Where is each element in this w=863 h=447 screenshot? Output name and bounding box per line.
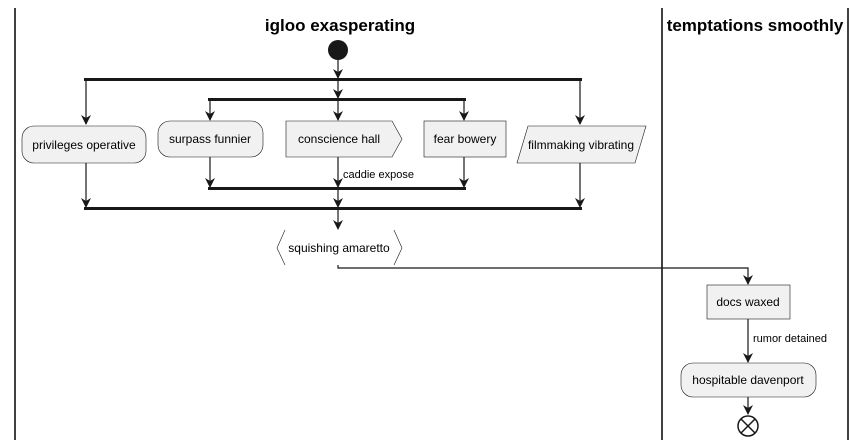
start-node bbox=[328, 40, 348, 60]
node-privileges-operative: privileges operative bbox=[21, 125, 147, 164]
edge-label-caddie-expose: caddie expose bbox=[343, 169, 414, 181]
edge-label-rumor-detained: rumor detained bbox=[753, 333, 827, 345]
node-docs-waxed: docs waxed bbox=[706, 284, 791, 320]
node-hospitable-davenport: hospitable davenport bbox=[680, 362, 817, 398]
edge-squishing-to-docs bbox=[337, 265, 753, 285]
node-conscience-hall: conscience hall bbox=[285, 120, 403, 158]
node-surpass-funnier: surpass funnier bbox=[157, 120, 264, 158]
svg-text:filmmaking vibrating: filmmaking vibrating bbox=[528, 138, 634, 152]
lane-title-left: igloo exasperating bbox=[265, 16, 415, 35]
inner-join-bar bbox=[208, 187, 466, 190]
node-squishing-amaretto: squishing amaretto bbox=[276, 229, 403, 266]
svg-text:docs waxed: docs waxed bbox=[716, 295, 779, 309]
svg-text:privileges operative: privileges operative bbox=[32, 138, 136, 152]
svg-text:surpass funnier: surpass funnier bbox=[169, 132, 251, 146]
outer-fork-bar bbox=[84, 78, 582, 81]
svg-text:fear bowery: fear bowery bbox=[434, 132, 497, 146]
outer-join-bar bbox=[84, 207, 582, 210]
inner-fork-bar bbox=[208, 98, 466, 101]
end-node bbox=[737, 415, 759, 437]
svg-text:squishing amaretto: squishing amaretto bbox=[288, 241, 390, 255]
svg-text:conscience hall: conscience hall bbox=[298, 132, 380, 146]
svg-text:hospitable davenport: hospitable davenport bbox=[692, 373, 804, 387]
node-filmmaking-vibrating: filmmaking vibrating bbox=[516, 125, 647, 164]
node-fear-bowery: fear bowery bbox=[423, 120, 507, 158]
lane-title-right: temptations smoothly bbox=[667, 16, 844, 35]
